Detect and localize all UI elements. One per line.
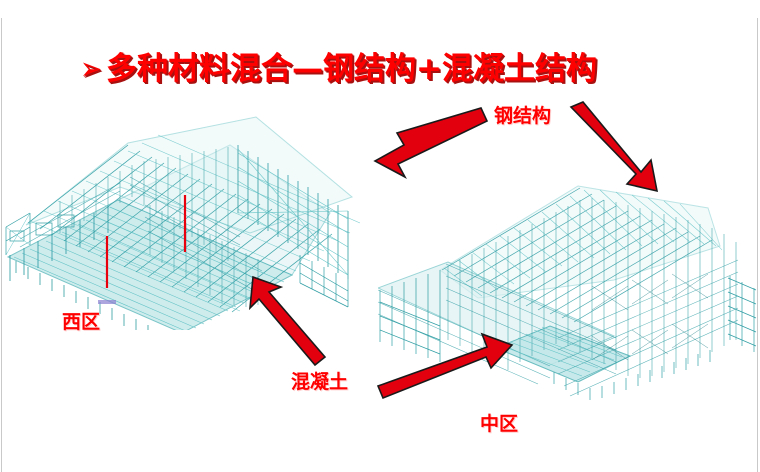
bullet-arrow-icon: ➢	[79, 51, 103, 87]
label-steel-structure: 钢结构	[494, 105, 552, 127]
slide-title-text: 多种材料混合—钢结构+混凝土结构	[105, 51, 597, 87]
label-middle-zone: 中区	[480, 413, 519, 435]
structural-model-west	[5, 116, 361, 330]
slide-title: ➢多种材料混合—钢结构+混凝土结构	[78, 47, 678, 91]
slide-frame-right	[757, 18, 758, 472]
label-concrete: 混凝土	[291, 371, 349, 393]
structural-model-middle	[378, 185, 757, 400]
label-west-zone: 西区	[62, 311, 101, 333]
slide-frame-left	[1, 18, 2, 472]
